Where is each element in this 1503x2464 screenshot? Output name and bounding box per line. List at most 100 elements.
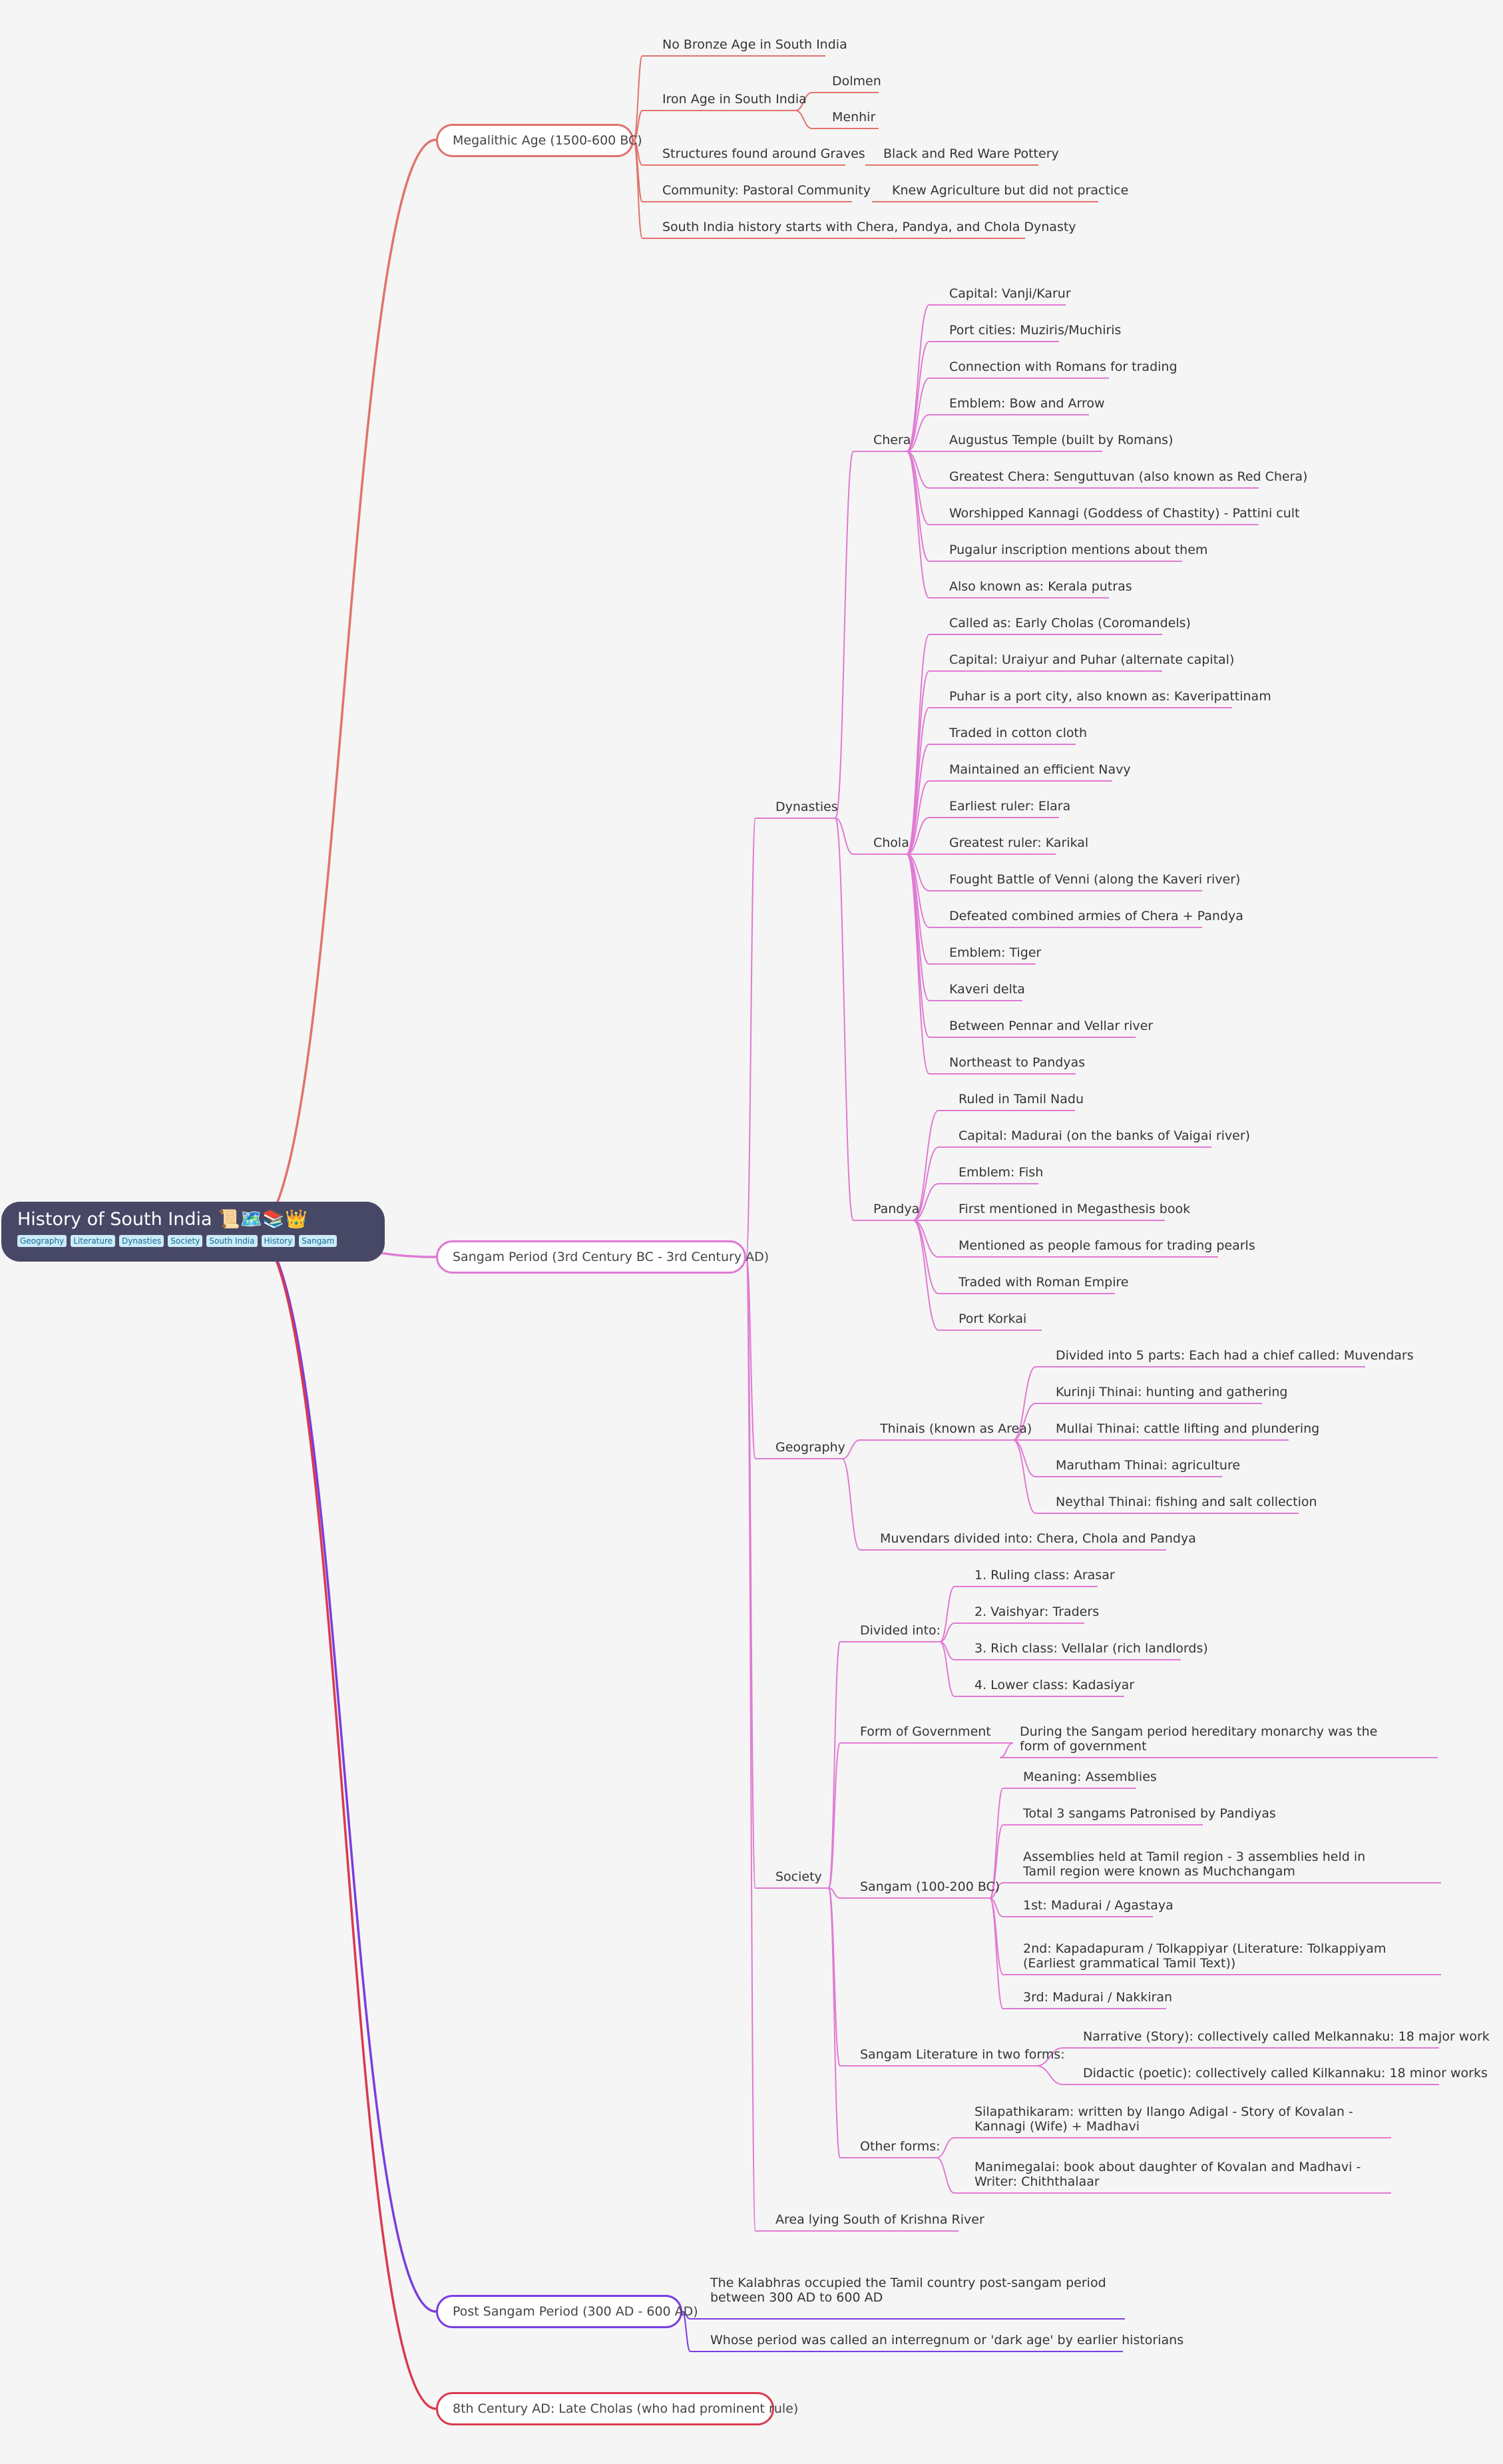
node-chola-item[interactable]: Traded in cotton cloth bbox=[949, 726, 1087, 740]
node-chera-item[interactable]: Also known as: Kerala putras bbox=[949, 579, 1132, 594]
node-pandya-item[interactable]: Traded with Roman Empire bbox=[959, 1275, 1129, 1290]
node-krishna[interactable]: Area lying South of Krishna River bbox=[775, 2212, 984, 2227]
node-divided[interactable]: Divided into: bbox=[860, 1623, 941, 1638]
node-chera-item[interactable]: Augustus Temple (built by Romans) bbox=[949, 433, 1174, 447]
node-chola-item[interactable]: Between Pennar and Vellar river bbox=[949, 1019, 1154, 1033]
node-kalabhras[interactable]: The Kalabhras occupied the Tamil country… bbox=[710, 2276, 1106, 2305]
node-bronze-age[interactable]: No Bronze Age in South India bbox=[662, 37, 847, 52]
node-other-forms[interactable]: Other forms: bbox=[860, 2139, 941, 2154]
connector-line bbox=[906, 854, 930, 928]
connector-line bbox=[841, 1439, 861, 1459]
node-sangam-item[interactable]: 2nd: Kapadapuram / Tolkappiyar (Literatu… bbox=[1023, 1941, 1387, 1971]
connector-line bbox=[906, 414, 930, 452]
node-literature-item[interactable]: Narrative (Story): collectively called M… bbox=[1083, 2029, 1490, 2044]
node-dark-age[interactable]: Whose period was called an interregnum o… bbox=[710, 2333, 1184, 2347]
node-agriculture[interactable]: Knew Agriculture but did not practice bbox=[892, 183, 1129, 198]
node-class-item[interactable]: 1. Ruling class: Arasar bbox=[974, 1568, 1115, 1583]
node-chera-item[interactable]: Connection with Romans for trading bbox=[949, 360, 1178, 374]
node-muvendars[interactable]: Muvendars divided into: Chera, Chola and… bbox=[880, 1531, 1196, 1546]
node-thinai-item[interactable]: Divided into 5 parts: Each had a chief c… bbox=[1056, 1348, 1414, 1363]
node-chola-item[interactable]: Fought Battle of Venni (along the Kaveri… bbox=[949, 872, 1241, 887]
node-thinai-item[interactable]: Neythal Thinai: fishing and salt collect… bbox=[1056, 1495, 1317, 1509]
node-gov-item[interactable]: During the Sangam period hereditary mona… bbox=[1020, 1724, 1378, 1754]
connector-line bbox=[913, 1220, 939, 1258]
node-pandya-item[interactable]: Capital: Madurai (on the banks of Vaigai… bbox=[959, 1128, 1251, 1143]
node-geography[interactable]: Geography bbox=[775, 1440, 845, 1455]
node-chola-item[interactable]: Called as: Early Cholas (Coromandels) bbox=[949, 616, 1191, 630]
node-pandya[interactable]: Pandya bbox=[873, 1202, 920, 1216]
node-iron-age[interactable]: Iron Age in South India bbox=[662, 92, 807, 107]
node-literature-item[interactable]: Didactic (poetic): collectively called K… bbox=[1083, 2066, 1488, 2081]
node-pandya-item[interactable]: Ruled in Tamil Nadu bbox=[959, 1092, 1084, 1107]
node-class-item[interactable]: 4. Lower class: Kadasiyar bbox=[974, 1678, 1135, 1692]
node-graves[interactable]: Structures found around Graves bbox=[662, 146, 865, 161]
connector-line bbox=[1012, 1439, 1036, 1477]
branch-late-cholas[interactable]: 8th Century AD: Late Cholas (who had pro… bbox=[436, 2392, 798, 2425]
node-dolmen[interactable]: Dolmen bbox=[832, 74, 881, 89]
connector-line bbox=[633, 140, 643, 239]
node-chera-item[interactable]: Emblem: Bow and Arrow bbox=[949, 396, 1105, 411]
node-pottery[interactable]: Black and Red Ware Pottery bbox=[883, 146, 1059, 161]
connector-line bbox=[906, 341, 930, 452]
node-class-item[interactable]: 2. Vaishyar: Traders bbox=[974, 1604, 1100, 1619]
branch-megalithic[interactable]: Megalithic Age (1500-600 BC) bbox=[436, 124, 642, 157]
node-sangam-item[interactable]: 3rd: Madurai / Nakkiran bbox=[1023, 1990, 1173, 2005]
node-chola-item[interactable]: Maintained an efficient Navy bbox=[949, 762, 1131, 777]
node-thinais[interactable]: Thinais (known as Area) bbox=[880, 1421, 1032, 1436]
node-community[interactable]: Community: Pastoral Community bbox=[662, 183, 871, 198]
node-chola-item[interactable]: Northeast to Pandyas bbox=[949, 1055, 1086, 1070]
node-pandya-item[interactable]: First mentioned in Megasthesis book bbox=[959, 1202, 1191, 1216]
connector-line bbox=[989, 1824, 1004, 1899]
node-thinai-item[interactable]: Marutham Thinai: agriculture bbox=[1056, 1458, 1241, 1473]
node-menhir[interactable]: Menhir bbox=[832, 110, 876, 124]
tag[interactable]: Dynasties bbox=[119, 1235, 164, 1247]
node-chera-item[interactable]: Port cities: Muziris/Muchiris bbox=[949, 323, 1122, 338]
node-chera-item[interactable]: Worshipped Kannagi (Goddess of Chastity)… bbox=[949, 506, 1300, 521]
node-chera-item[interactable]: Greatest Chera: Senguttuvan (also known … bbox=[949, 469, 1308, 484]
node-sangam-item[interactable]: Meaning: Assemblies bbox=[1023, 1770, 1157, 1784]
node-society[interactable]: Society bbox=[775, 1869, 822, 1884]
connector-line bbox=[252, 1230, 437, 2313]
node-sangam[interactable]: Sangam (100-200 BC) bbox=[860, 1879, 1000, 1894]
node-pandya-item[interactable]: Emblem: Fish bbox=[959, 1165, 1044, 1180]
connector-line bbox=[1012, 1403, 1036, 1441]
node-thinai-item[interactable]: Kurinji Thinai: hunting and gathering bbox=[1056, 1385, 1288, 1399]
node-chola-item[interactable]: Earliest ruler: Elara bbox=[949, 799, 1071, 814]
connector-line bbox=[906, 854, 930, 1075]
tag[interactable]: Literature bbox=[71, 1235, 116, 1247]
node-other-item[interactable]: Manimegalai: book about daughter of Kova… bbox=[974, 2160, 1361, 2189]
node-chera-item[interactable]: Capital: Vanji/Karur bbox=[949, 286, 1071, 301]
connector-line bbox=[913, 1110, 939, 1221]
node-pandya-item[interactable]: Mentioned as people famous for trading p… bbox=[959, 1238, 1255, 1253]
node-chola[interactable]: Chola bbox=[873, 836, 909, 850]
node-history-starts[interactable]: South India history starts with Chera, P… bbox=[662, 220, 1076, 234]
node-chera[interactable]: Chera bbox=[873, 433, 911, 447]
node-chola-item[interactable]: Emblem: Tiger bbox=[949, 945, 1042, 960]
node-chera-item[interactable]: Pugalur inscription mentions about them bbox=[949, 543, 1208, 557]
node-thinai-item[interactable]: Mullai Thinai: cattle lifting and plunde… bbox=[1056, 1421, 1320, 1436]
node-chola-item[interactable]: Puhar is a port city, also known as: Kav… bbox=[949, 689, 1271, 704]
branch-post-sangam[interactable]: Post Sangam Period (300 AD - 600 AD) bbox=[436, 2295, 698, 2328]
branch-sangam[interactable]: Sangam Period (3rd Century BC - 3rd Cent… bbox=[436, 1240, 769, 1274]
node-pandya-item[interactable]: Port Korkai bbox=[959, 1312, 1027, 1326]
node-other-item[interactable]: Silapathikaram: written by Ilango Adigal… bbox=[974, 2104, 1353, 2134]
node-dynasties[interactable]: Dynasties bbox=[775, 800, 838, 814]
node-sangam-item[interactable]: Total 3 sangams Patronised by Pandiyas bbox=[1023, 1806, 1276, 1821]
node-chola-item[interactable]: Defeated combined armies of Chera + Pand… bbox=[949, 909, 1243, 923]
tag[interactable]: History bbox=[261, 1235, 296, 1247]
node-class-item[interactable]: 3. Rich class: Vellalar (rich landlords) bbox=[974, 1641, 1208, 1656]
node-sangam-item[interactable]: 1st: Madurai / Agastaya bbox=[1023, 1898, 1174, 1913]
connector-line bbox=[828, 1641, 841, 1889]
tag[interactable]: Sangam bbox=[299, 1235, 337, 1247]
node-chola-item[interactable]: Greatest ruler: Karikal bbox=[949, 836, 1089, 850]
tag[interactable]: Geography bbox=[17, 1235, 67, 1247]
tag[interactable]: Society bbox=[168, 1235, 203, 1247]
node-gov[interactable]: Form of Government bbox=[860, 1724, 991, 1739]
connector-line bbox=[795, 110, 813, 129]
node-chola-item[interactable]: Kaveri delta bbox=[949, 982, 1025, 997]
node-chola-item[interactable]: Capital: Uraiyur and Puhar (alternate ca… bbox=[949, 652, 1235, 667]
tag[interactable]: South India bbox=[206, 1235, 258, 1247]
root-node[interactable]: History of South India 📜🗺️📚👑 Geography L… bbox=[1, 1202, 385, 1262]
node-literature[interactable]: Sangam Literature in two forms: bbox=[860, 2047, 1065, 2062]
node-sangam-item[interactable]: Assemblies held at Tamil region - 3 asse… bbox=[1023, 1849, 1366, 1879]
